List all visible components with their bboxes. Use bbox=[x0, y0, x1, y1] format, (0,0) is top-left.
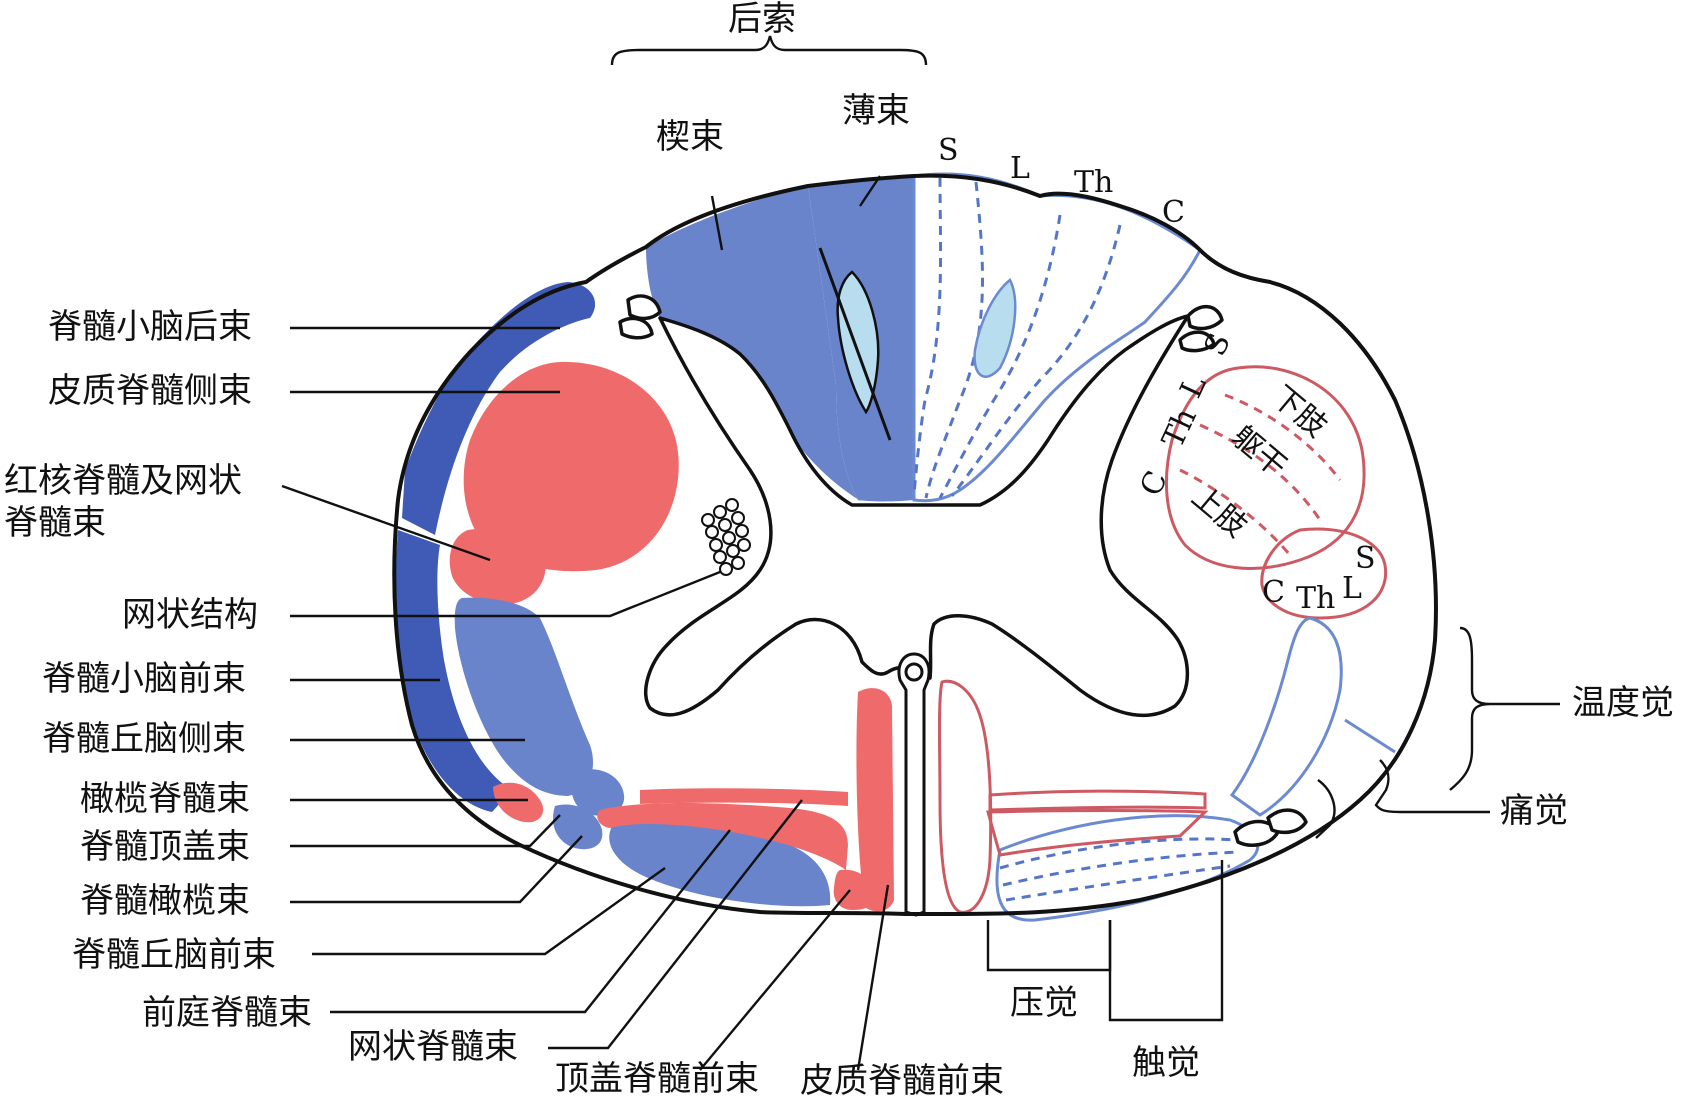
reticulospinal-tract bbox=[640, 788, 848, 806]
label-lateral-spinothalamic: 脊髓丘脑侧束 bbox=[42, 719, 246, 759]
spino-olivary-tract bbox=[552, 804, 603, 850]
small-segment-th: Th bbox=[1296, 581, 1335, 616]
dorsal-segment-dash-4 bbox=[950, 224, 1122, 497]
vestibulospinal-right-outline bbox=[986, 809, 1209, 857]
label-touch: 触觉 bbox=[1132, 1043, 1200, 1083]
dorsal-segment-c: C bbox=[1162, 195, 1185, 230]
label-anterior-corticospinal: 皮质脊髓前束 bbox=[800, 1061, 1004, 1101]
dorsal-septum-right-light bbox=[973, 278, 1017, 378]
somatotopy-upper-limb: 上肢 bbox=[1185, 479, 1253, 544]
label-reticulospinal: 网状脊髓束 bbox=[348, 1027, 518, 1067]
somatotopy-trunk: 躯干 bbox=[1225, 419, 1293, 484]
lateral-spinothalamic-right-outline bbox=[1229, 616, 1343, 817]
grey-matter bbox=[644, 314, 1190, 718]
anterior-corticospinal-right-outline bbox=[938, 679, 993, 914]
anterior-spinocerebellar-tract bbox=[395, 530, 512, 812]
lateral-spinothalamic-tract bbox=[454, 597, 594, 796]
anterior-spinothalamic-dash-3 bbox=[1005, 864, 1231, 902]
label-spinotectal: 脊髓顶盖束 bbox=[80, 827, 250, 867]
leader-lines bbox=[281, 35, 1560, 1071]
red-segment-l: L bbox=[1174, 370, 1214, 403]
spinotectal-tract bbox=[571, 769, 625, 816]
red-segment-s: S bbox=[1198, 328, 1238, 361]
red-segment-th: Th bbox=[1156, 403, 1204, 453]
dorsal-segment-s: S bbox=[938, 133, 959, 168]
label-rubrospinal-reticulospinal-2: 脊髓束 bbox=[4, 503, 106, 543]
anterior-spinothalamic-right-outline bbox=[995, 814, 1260, 922]
red-dash-3 bbox=[1179, 468, 1292, 556]
dorsal-root-entry-left bbox=[618, 294, 662, 340]
lateral-corticospinal-right-small bbox=[1260, 527, 1388, 620]
ventral-root-exit-right bbox=[1233, 808, 1308, 847]
label-reticular-formation: 网状结构 bbox=[122, 595, 258, 635]
lateral-corticospinal-right-outline bbox=[1164, 365, 1366, 570]
label-olivospinal: 橄榄脊髓束 bbox=[80, 779, 250, 819]
anterior-spinothalamic-dash-2 bbox=[1002, 850, 1241, 887]
red-segment-c: C bbox=[1134, 466, 1175, 502]
label-lateral-corticospinal: 皮质脊髓侧束 bbox=[48, 371, 252, 411]
anterior-spinothalamic-dash-1 bbox=[999, 837, 1239, 870]
reticulospinal-right-outline bbox=[988, 789, 1207, 812]
label-temperature: 温度觉 bbox=[1572, 683, 1674, 723]
small-segment-s: S bbox=[1355, 541, 1376, 576]
label-posterior-spinocerebellar: 脊髓小脑后束 bbox=[48, 307, 252, 347]
label-anterior-spinothalamic: 脊髓丘脑前束 bbox=[72, 935, 276, 975]
cuneate-fasciculus-label: 楔束 bbox=[656, 117, 724, 157]
spinothalamic-right-divider bbox=[1344, 718, 1396, 754]
label-anterior-spinocerebellar: 脊髓小脑前束 bbox=[42, 659, 246, 699]
small-segment-l: L bbox=[1342, 571, 1362, 606]
anterior-corticospinal-tract bbox=[856, 688, 894, 912]
small-segment-c: C bbox=[1262, 575, 1285, 610]
central-canal bbox=[904, 662, 924, 682]
gracile-fasciculus-label: 薄束 bbox=[842, 91, 910, 131]
olivospinal-tract bbox=[493, 782, 544, 823]
label-pain: 痛觉 bbox=[1500, 791, 1568, 831]
red-dash-2 bbox=[1199, 423, 1322, 521]
spinal-cord-outline bbox=[392, 173, 1438, 917]
label-spino-olivary: 脊髓橄榄束 bbox=[80, 881, 250, 921]
anterior-median-fissure bbox=[897, 652, 931, 917]
label-tectospinal: 顶盖脊髓前束 bbox=[555, 1059, 759, 1099]
rubrospinal-reticulospinal-tract bbox=[449, 528, 546, 605]
posterior-funiculus-label: 后索 bbox=[728, 0, 796, 39]
dorsal-segment-l: L bbox=[1010, 151, 1030, 186]
label-vestibulospinal: 前庭脊髓束 bbox=[142, 993, 312, 1033]
dorsal-segment-dash-1 bbox=[912, 177, 943, 496]
lateral-corticospinal-tract bbox=[463, 361, 679, 572]
dorsal-segment-th: Th bbox=[1074, 165, 1113, 200]
red-dash-1 bbox=[1224, 393, 1342, 481]
dorsal-segment-dash-3 bbox=[938, 214, 1062, 499]
dorsal-root-entry-right bbox=[1178, 305, 1224, 353]
dorsal-segment-dash-2 bbox=[924, 181, 984, 499]
posterior-spinocerebellar-tract bbox=[402, 282, 596, 535]
label-rubrospinal-reticulospinal-1: 红核脊髓及网状 bbox=[4, 461, 242, 501]
cuneate-fasciculus bbox=[646, 186, 862, 502]
label-pressure: 压觉 bbox=[1010, 983, 1078, 1023]
reticular-formation bbox=[701, 498, 751, 576]
anterior-spinothalamic-tract bbox=[609, 822, 831, 907]
